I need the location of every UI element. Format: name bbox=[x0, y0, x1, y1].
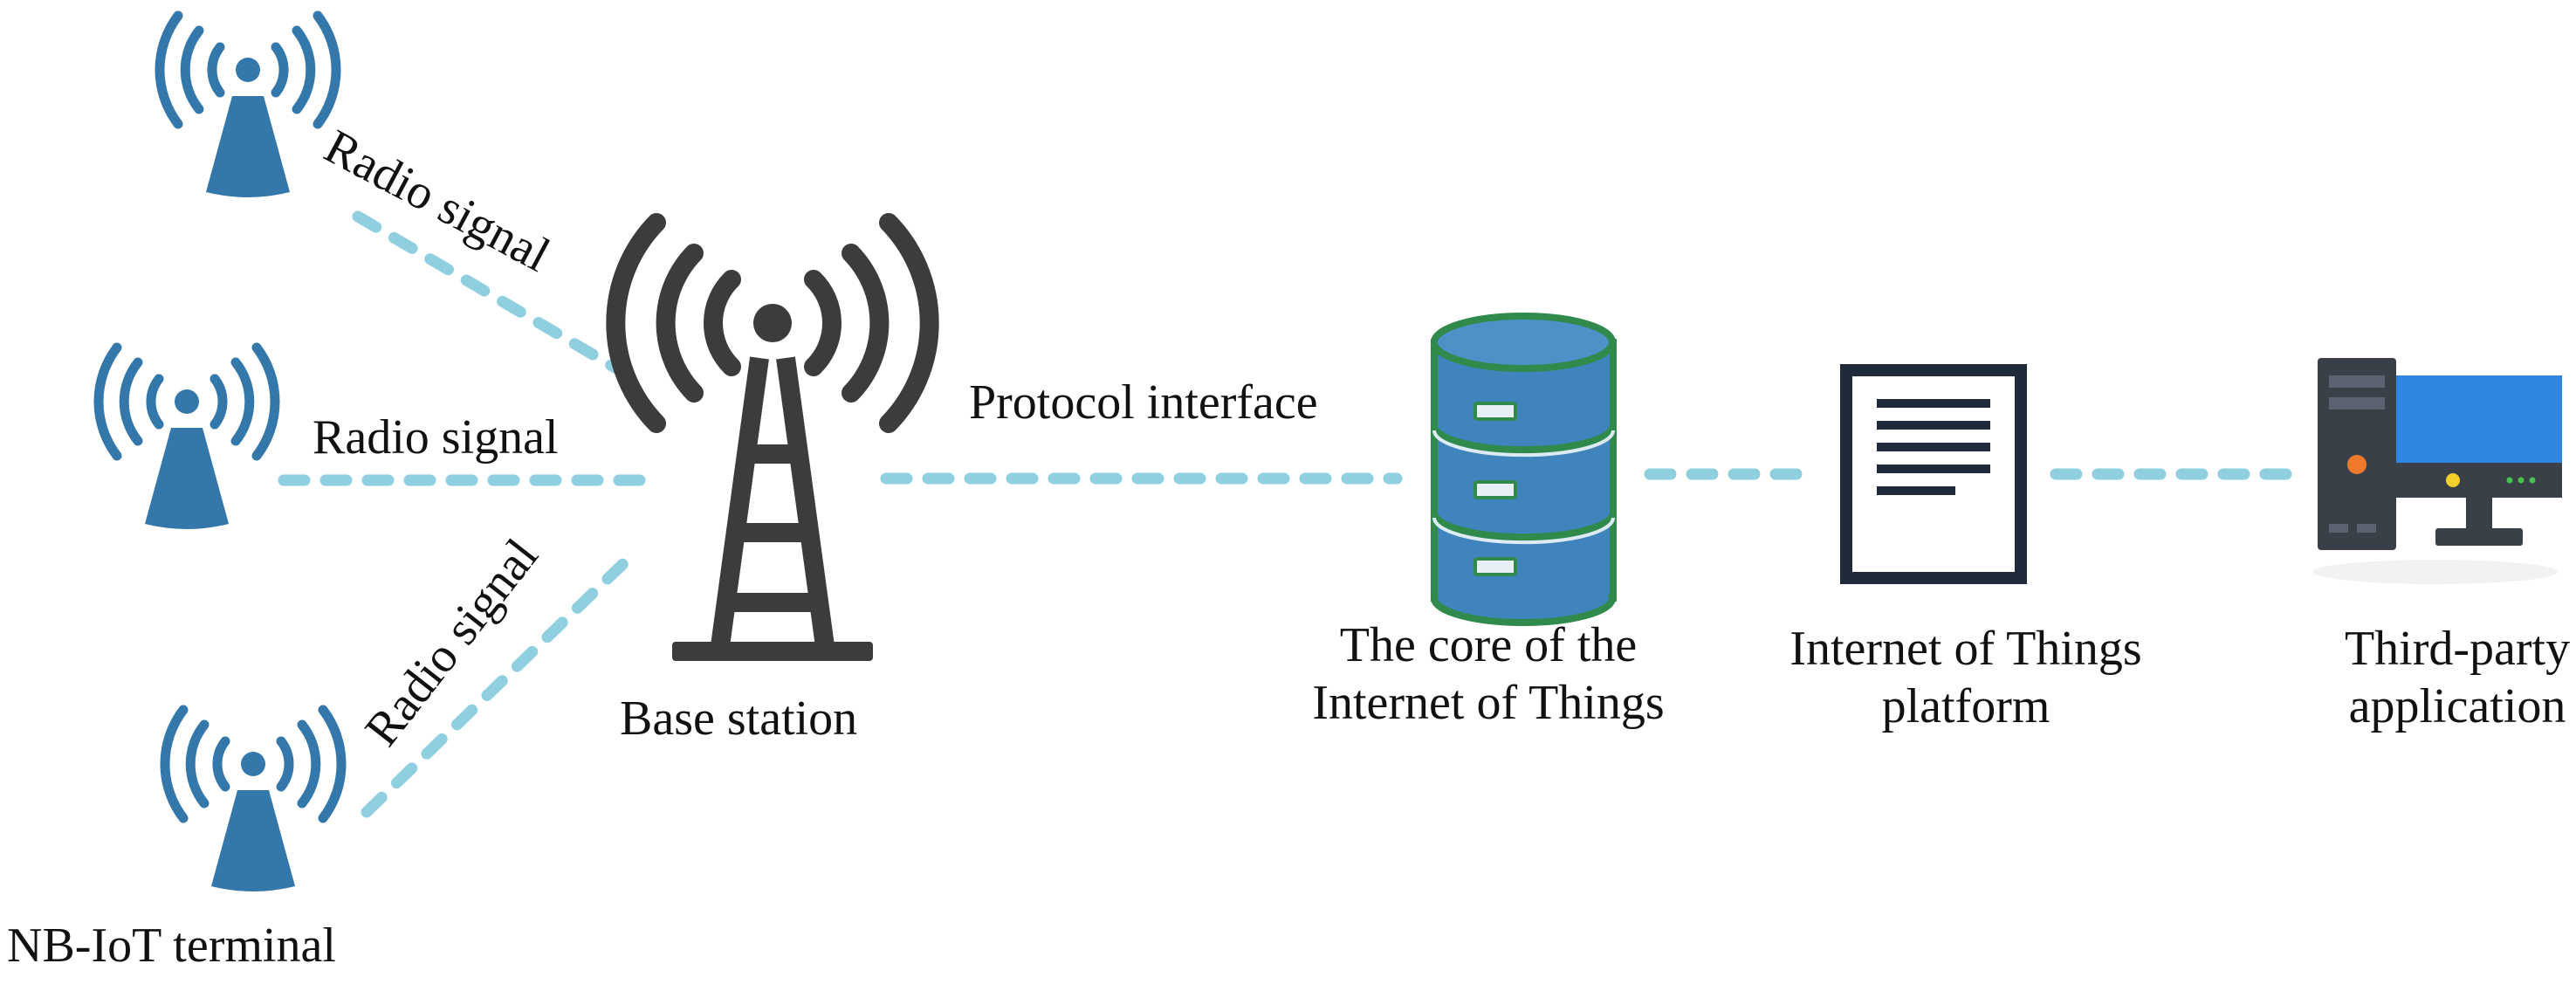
third-party-label-line1: Third-party bbox=[2344, 622, 2571, 676]
nb-iot-terminal-label: NB-IoT terminal bbox=[7, 919, 336, 973]
iot-platform-label-line2: platform bbox=[1881, 679, 2050, 734]
third-party-label-line2: application bbox=[2348, 679, 2566, 734]
wireless-antenna-icon bbox=[93, 342, 280, 529]
protocol-interface-label: Protocol interface bbox=[969, 375, 1318, 430]
base-station-label: Base station bbox=[620, 692, 858, 746]
database-icon bbox=[1431, 313, 1617, 626]
link-terminal1-to-base bbox=[352, 210, 635, 382]
connection-links bbox=[278, 210, 2306, 818]
link-terminal3-to-base bbox=[361, 544, 643, 818]
document-icon bbox=[1840, 364, 2027, 584]
iot-core-label: The core of the Internet of Things bbox=[1312, 616, 1664, 732]
iot-platform-label-line1: Internet of Things bbox=[1789, 622, 2142, 676]
cell-tower-icon bbox=[606, 213, 939, 661]
iot-core-label-line1: The core of the bbox=[1339, 618, 1638, 672]
desktop-computer-icon bbox=[2313, 358, 2562, 584]
wireless-antenna-icon bbox=[160, 705, 347, 891]
wireless-antenna-icon bbox=[155, 10, 341, 197]
radio-signal-label-middle: Radio signal bbox=[313, 410, 559, 465]
iot-platform-label: Internet of Things platform bbox=[1789, 620, 2141, 735]
third-party-label: Third-party application bbox=[2345, 620, 2570, 735]
radio-signal-label-bottom: Radio signal bbox=[354, 529, 548, 756]
iot-core-label-line2: Internet of Things bbox=[1312, 676, 1665, 731]
